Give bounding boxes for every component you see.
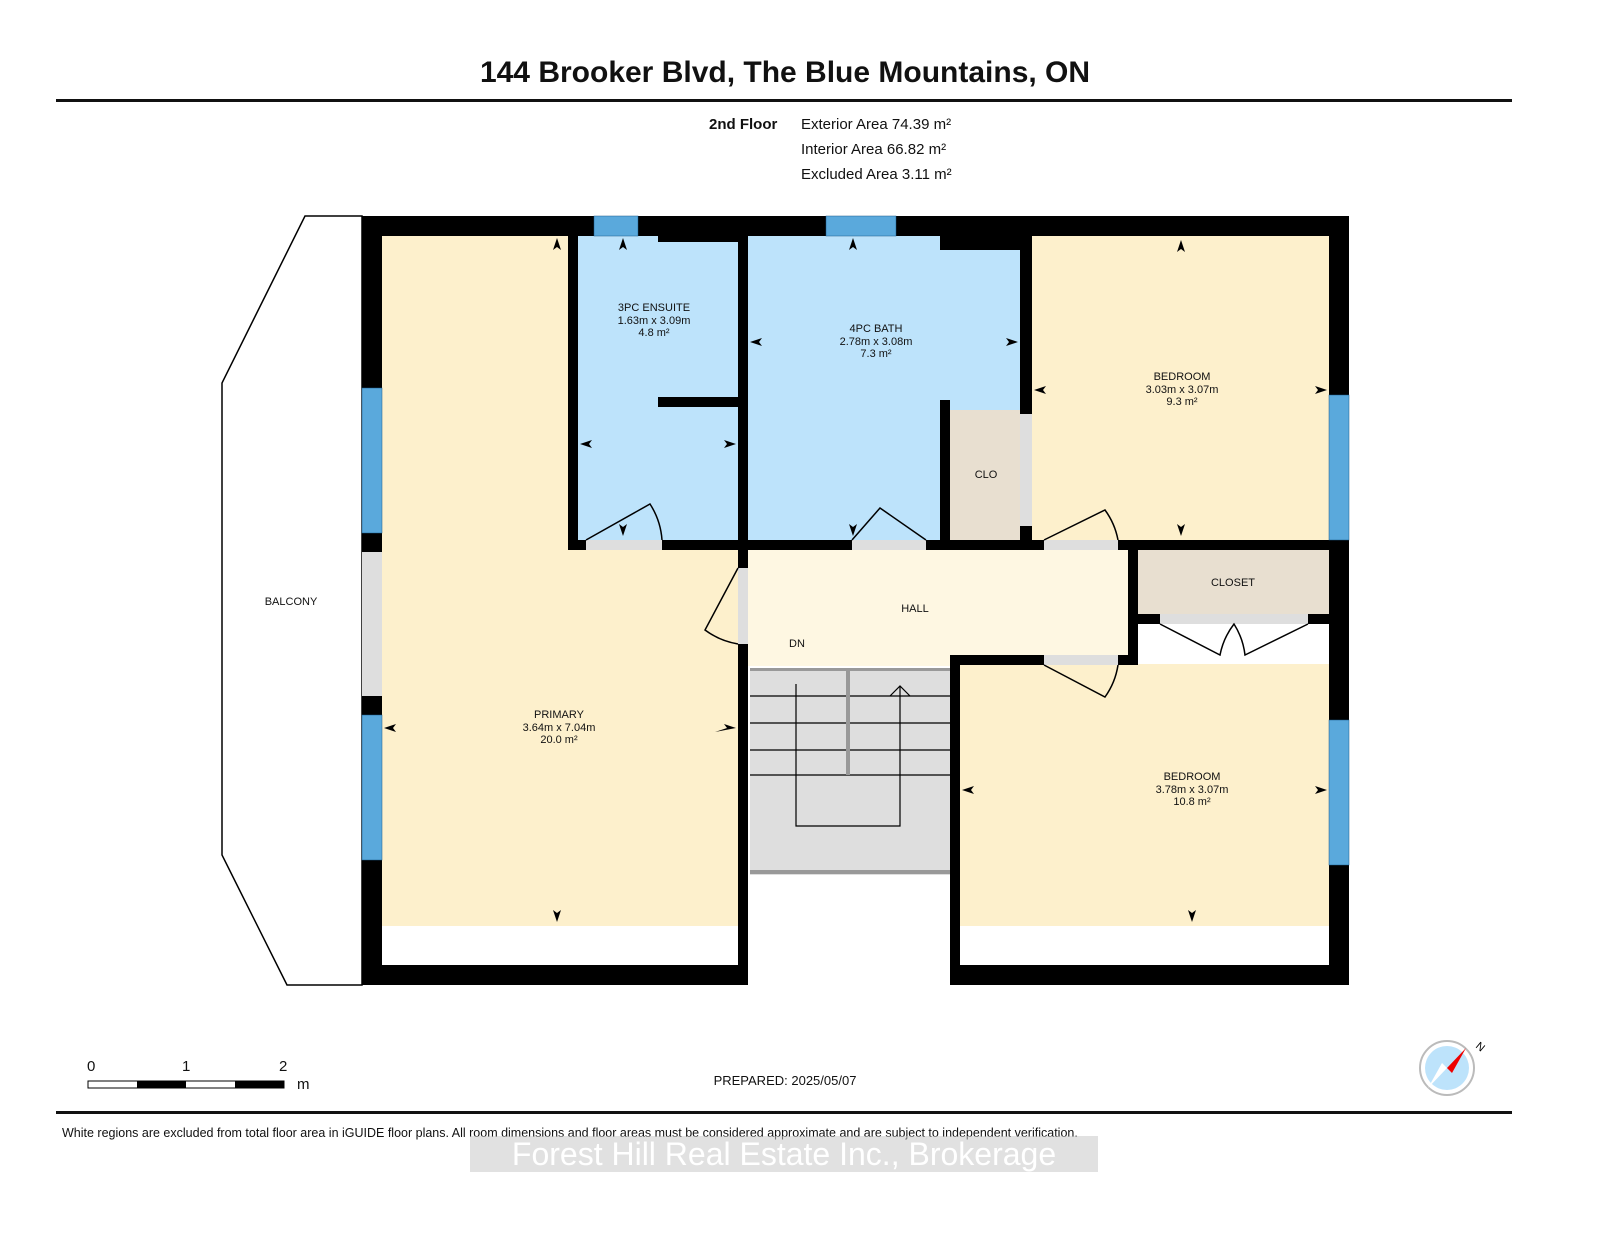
scale-bar bbox=[87, 1080, 285, 1089]
window bbox=[1328, 719, 1350, 866]
bedroom2-fill bbox=[960, 664, 1330, 926]
bedroom2-dims: 3.78m x 3.07m bbox=[1156, 784, 1229, 796]
exterior-area: Exterior Area 74.39 m² bbox=[801, 116, 952, 133]
primary-fill bbox=[380, 236, 570, 550]
hall-fill bbox=[748, 550, 1130, 666]
interior-area: Interior Area 66.82 m² bbox=[801, 141, 947, 158]
primary-area: 20.0 m² bbox=[540, 734, 578, 746]
page-title: 144 Brooker Blvd, The Blue Mountains, ON bbox=[479, 56, 1091, 89]
compass-icon: N bbox=[1419, 1040, 1487, 1096]
scale-unit: m bbox=[297, 1076, 310, 1093]
clo-label: CLO bbox=[975, 469, 998, 481]
watermark: Forest Hill Real Estate Inc., Brokerage bbox=[470, 1136, 1098, 1172]
bedroom1-area: 9.3 m² bbox=[1166, 396, 1198, 408]
bedroom1-dims: 3.03m x 3.07m bbox=[1146, 384, 1219, 396]
floor-name: 2nd Floor bbox=[709, 116, 778, 133]
ensuite-area: 4.8 m² bbox=[638, 327, 670, 339]
window bbox=[825, 215, 897, 237]
window bbox=[593, 215, 639, 237]
dimension-arrows bbox=[384, 238, 1327, 922]
excluded-area: Excluded Area 3.11 m² bbox=[801, 166, 952, 183]
primary-fill-lower bbox=[380, 548, 740, 926]
scale-tick-1: 1 bbox=[182, 1058, 191, 1075]
prepared-date: PREPARED: 2025/05/07 bbox=[713, 1073, 857, 1088]
windows bbox=[361, 215, 1350, 866]
window bbox=[361, 714, 383, 861]
stairs bbox=[750, 668, 950, 874]
bedroom2-area: 10.8 m² bbox=[1173, 796, 1211, 808]
window bbox=[361, 387, 383, 534]
header-divider bbox=[56, 99, 1512, 102]
ensuite-dims: 1.63m x 3.09m bbox=[618, 315, 691, 327]
ensuite-fill bbox=[578, 236, 740, 542]
bath-area: 7.3 m² bbox=[860, 348, 892, 360]
compass-north-label: N bbox=[1473, 1040, 1487, 1054]
primary-dims: 3.64m x 7.04m bbox=[523, 722, 596, 734]
dn-label: DN bbox=[789, 638, 805, 650]
window bbox=[1328, 394, 1350, 541]
scale-tick-2: 2 bbox=[279, 1058, 288, 1075]
bath-dims: 2.78m x 3.08m bbox=[840, 336, 913, 348]
footer-divider bbox=[56, 1111, 1512, 1114]
floor-stats: Exterior Area 74.39 m² Interior Area 66.… bbox=[801, 112, 952, 187]
stair-arrow bbox=[795, 684, 901, 827]
ensuite-name: 3PC ENSUITE bbox=[618, 302, 690, 314]
bedroom2-name: BEDROOM bbox=[1164, 771, 1221, 783]
door-swings bbox=[585, 503, 1309, 698]
primary-name: PRIMARY bbox=[534, 709, 585, 721]
bath-name: 4PC BATH bbox=[850, 323, 903, 335]
hall-label: HALL bbox=[901, 603, 929, 615]
closet-fill bbox=[1138, 550, 1330, 615]
bedroom1-fill bbox=[1032, 236, 1330, 542]
clo-fill bbox=[950, 410, 1022, 542]
door-openings bbox=[362, 414, 1308, 696]
closet-label: CLOSET bbox=[1211, 577, 1255, 589]
scale-tick-0: 0 bbox=[87, 1058, 96, 1075]
balcony-label: BALCONY bbox=[265, 596, 318, 608]
bedroom1-name: BEDROOM bbox=[1154, 371, 1211, 383]
